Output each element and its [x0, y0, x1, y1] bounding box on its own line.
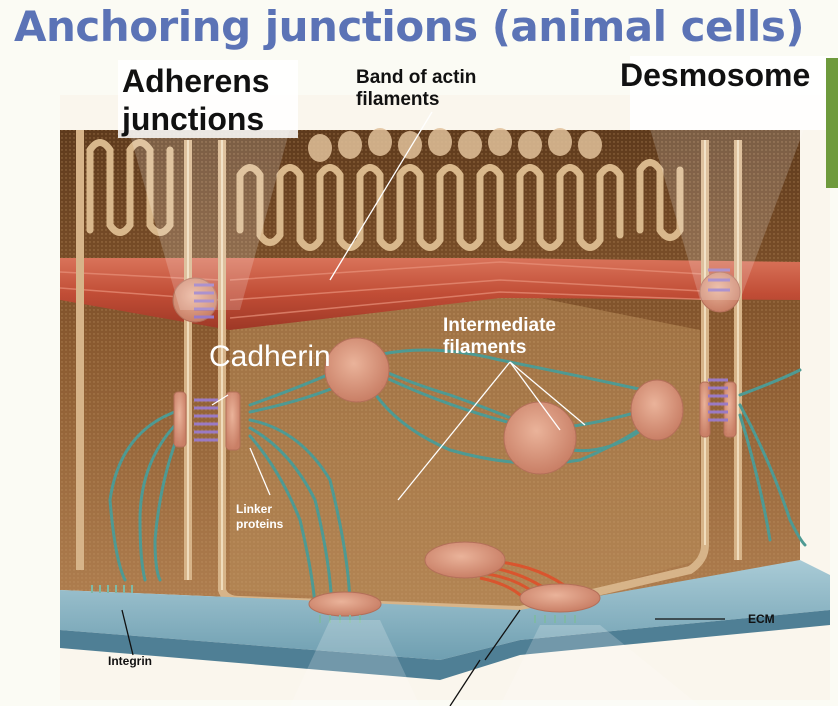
- linker-label-line1: Linker: [236, 502, 273, 516]
- actin-label-line1: Band of actin: [356, 67, 477, 88]
- membrane-edge-lines: [187, 140, 739, 590]
- desmosome-label: Desmosome: [620, 57, 811, 93]
- actin-band: [59, 258, 800, 330]
- leader-lines: [211, 111, 586, 501]
- junction-plaques: [172, 271, 741, 617]
- adherens-junctions-label: Adherens junctions: [122, 62, 270, 138]
- intermediate-label-line1: Intermediate: [443, 315, 556, 336]
- intermediate-label-line2: filaments: [443, 337, 527, 358]
- integrin-label: Integrin: [108, 654, 152, 668]
- linker-label-line2: proteins: [236, 517, 284, 531]
- leader-lines-dark: [121, 609, 725, 706]
- desmosome-callout-box: [630, 56, 830, 130]
- adherens-label-line1: Adherens: [122, 63, 270, 99]
- microvilli: [86, 139, 684, 251]
- actin-label-line2: filaments: [356, 89, 440, 110]
- cadherin-proteins: [194, 268, 730, 442]
- extracellular-matrix: [60, 560, 830, 680]
- adherens-callout-box: [118, 60, 298, 138]
- ecm-label: ECM: [748, 612, 775, 626]
- adherens-label-line2: junctions: [122, 101, 265, 137]
- intermediate-filaments-label: Intermediate filaments: [443, 315, 556, 359]
- actin-filaments-label: Band of actin filaments: [356, 67, 476, 111]
- microvilli-tips: [308, 128, 602, 162]
- page-title: Anchoring junctions (animal cells): [14, 2, 805, 51]
- integrin-proteins: [91, 585, 576, 623]
- cadherin-label: Cadherin: [209, 340, 331, 373]
- slide-edge-accent-bar: [826, 58, 838, 188]
- linker-proteins-label: Linker proteins: [236, 502, 283, 532]
